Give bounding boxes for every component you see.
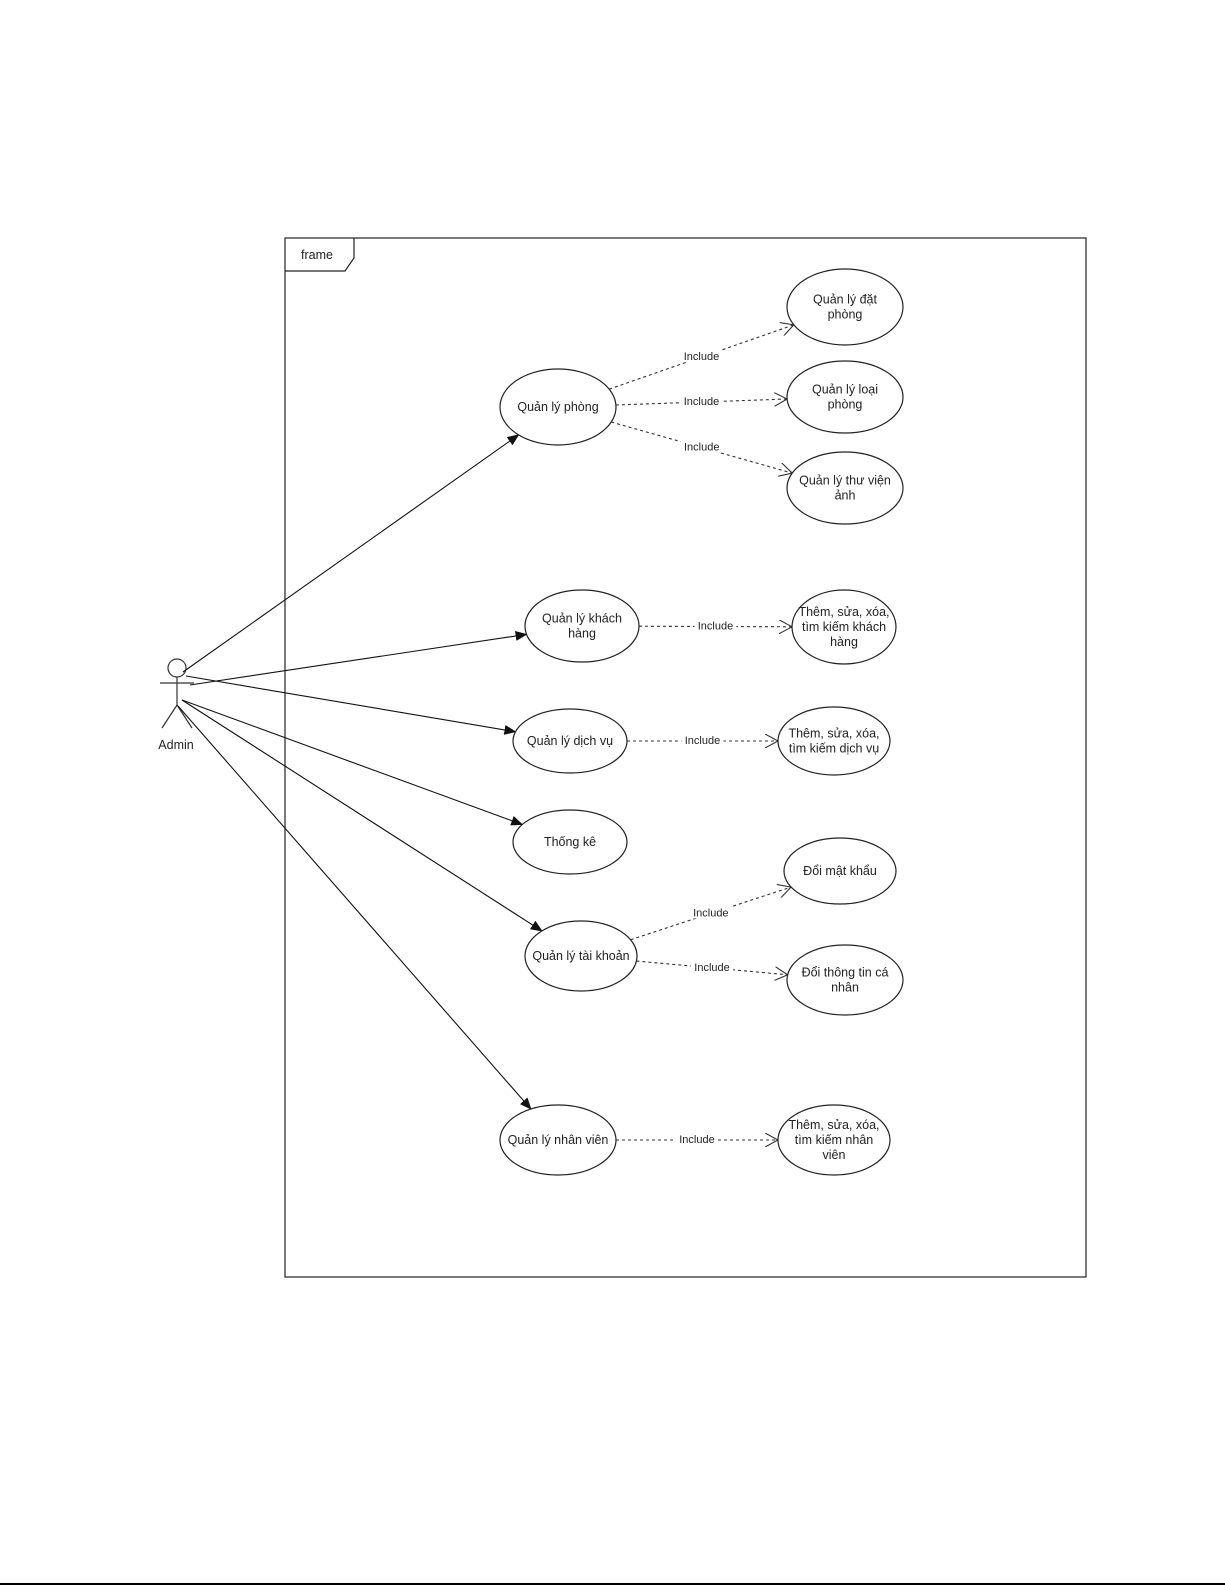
system-frame: frame (284, 237, 1087, 1278)
use-case-label: viên (823, 1148, 846, 1162)
use-case-label: Quản lý khách (542, 612, 622, 626)
include-label: Include (679, 1134, 714, 1146)
include-relation-service_crud[interactable]: Include (627, 733, 778, 747)
include-label: Include (684, 442, 719, 454)
use-case-label: ảnh (835, 489, 856, 503)
actor-admin[interactable]: Admin (158, 658, 194, 752)
association-room[interactable] (182, 434, 520, 673)
use-case-label: phòng (828, 308, 863, 322)
use-case-label: tìm kiếm nhân (795, 1133, 874, 1147)
page-bottom-border (0, 1583, 1225, 1585)
use-case-label: Thêm, sửa, xóa, (788, 1118, 879, 1132)
use-case-service_crud[interactable]: Thêm, sửa, xóa,tìm kiếm dịch vụ (777, 706, 891, 776)
use-case-label: Quản lý đặt (813, 293, 877, 307)
use-case-password[interactable]: Đổi mật khẩu (783, 837, 897, 905)
use-case-label: hàng (568, 627, 596, 641)
use-case-label: Đổi mật khẩu (803, 864, 877, 878)
use-case-room[interactable]: Quản lý phòng (499, 368, 617, 446)
include-label: Include (684, 351, 719, 363)
use-case-label: Thêm, sửa, xóa, (788, 727, 879, 741)
include-label: Include (698, 621, 733, 633)
use-case-label: phòng (828, 398, 863, 412)
use-case-label: tìm kiếm dịch vụ (789, 742, 879, 756)
include-relation-customer_crud[interactable]: Include (638, 618, 792, 633)
include-label: Include (693, 907, 728, 919)
use-case-service[interactable]: Quản lý dịch vụ (512, 708, 628, 774)
use-case-label: Thống kê (544, 835, 596, 849)
use-case-account[interactable]: Quản lý tài khoản (524, 920, 638, 992)
use-case-label: Quản lý thư viện (799, 474, 891, 488)
include-relation-room_type[interactable]: Include (615, 394, 787, 408)
include-relation-booking[interactable]: Include (609, 325, 794, 390)
use-case-label: hàng (830, 635, 858, 649)
association-service[interactable] (185, 675, 517, 735)
use-case-label: Quản lý nhân viên (508, 1133, 609, 1147)
use-case-label: Quản lý phòng (517, 400, 598, 414)
actor-label: Admin (158, 738, 193, 752)
include-relation-profile[interactable]: Include (636, 959, 787, 975)
use-case-label: tìm kiếm khách (802, 620, 886, 634)
include-label: Include (684, 396, 719, 408)
association-staff[interactable] (177, 705, 532, 1110)
use-case-label: Quản lý dịch vụ (527, 734, 613, 748)
include-relation-password[interactable]: Include (630, 887, 791, 941)
use-case-label: Đổi thông tin cá (802, 966, 889, 980)
association-account[interactable] (181, 699, 543, 932)
include-label: Include (694, 962, 729, 974)
association-customer[interactable] (189, 631, 528, 686)
include-label: Include (685, 735, 720, 747)
include-relation-gallery[interactable]: Include (611, 421, 792, 473)
use-case-label: Thêm, sửa, xóa, (798, 605, 889, 619)
use-case-stats[interactable]: Thống kê (512, 809, 628, 875)
include-relation-staff_crud[interactable]: Include (616, 1132, 778, 1146)
use-case-staff[interactable]: Quản lý nhân viên (499, 1104, 617, 1176)
use-case-label: nhân (831, 981, 859, 995)
use-case-label: Quản lý loại (812, 383, 878, 397)
frame-label: frame (301, 248, 333, 262)
association-stats[interactable] (181, 699, 524, 826)
use-case-label: Quản lý tài khoản (532, 949, 629, 963)
